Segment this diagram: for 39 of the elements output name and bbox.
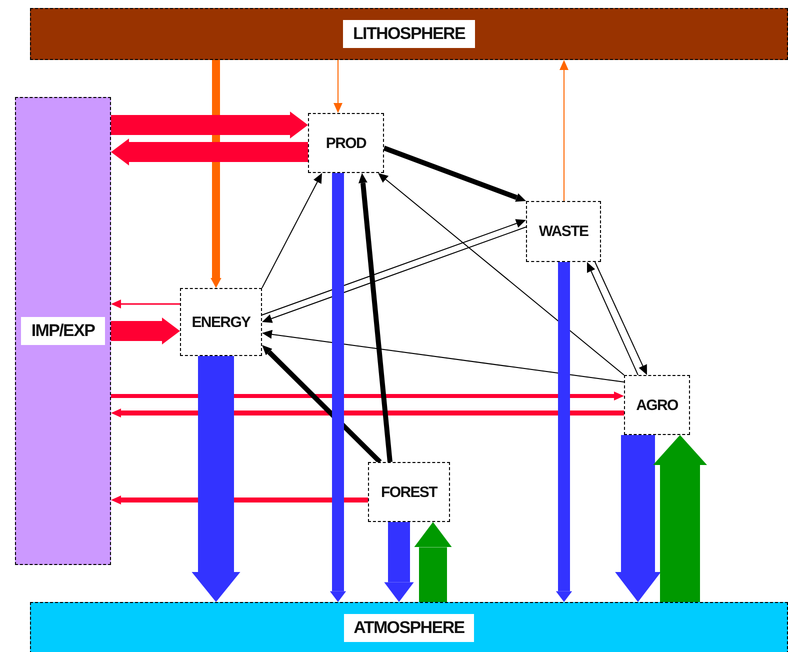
node-label: LITHOSPHERE xyxy=(342,20,476,48)
flow-arrow xyxy=(378,173,624,376)
flow-arrow xyxy=(383,146,526,202)
process-box xyxy=(308,113,384,173)
flow-arrow xyxy=(111,300,180,308)
flow-arrow xyxy=(111,112,308,138)
node-label: WASTE xyxy=(538,223,588,240)
flow-arrow xyxy=(210,60,222,288)
node-label: FOREST xyxy=(380,484,438,500)
flow-arrow xyxy=(587,262,638,376)
flow-arrow xyxy=(653,435,707,602)
flow-arrow xyxy=(358,173,392,462)
flow-arrow xyxy=(262,173,322,288)
node-label: PROD xyxy=(326,134,366,152)
layer-band xyxy=(15,97,111,565)
flow-arrow xyxy=(334,60,342,113)
layer-band xyxy=(30,602,788,652)
flow-arrow xyxy=(192,356,240,602)
process-box xyxy=(180,288,262,356)
node-label: IMP/EXP xyxy=(21,317,105,345)
flow-arrow xyxy=(262,345,382,464)
process-box xyxy=(624,375,690,435)
node-label: AGRO xyxy=(636,396,678,414)
node-label: ATMOSPHERE xyxy=(344,614,474,642)
flow-arrow xyxy=(111,408,624,418)
flow-arrow xyxy=(615,435,661,602)
flow-arrow xyxy=(111,138,308,166)
flow-arrow xyxy=(556,262,572,602)
flow-arrow xyxy=(414,522,452,602)
process-box xyxy=(368,462,450,522)
layer-band xyxy=(30,8,788,60)
flow-arrow xyxy=(560,60,568,202)
flow-arrow xyxy=(111,318,180,344)
process-box xyxy=(526,201,601,262)
flow-arrow xyxy=(594,262,647,375)
flow-arrow xyxy=(262,330,624,382)
flow-arrow xyxy=(111,392,624,400)
flow-arrow xyxy=(384,522,414,602)
node-label: ENERGY xyxy=(192,314,250,330)
